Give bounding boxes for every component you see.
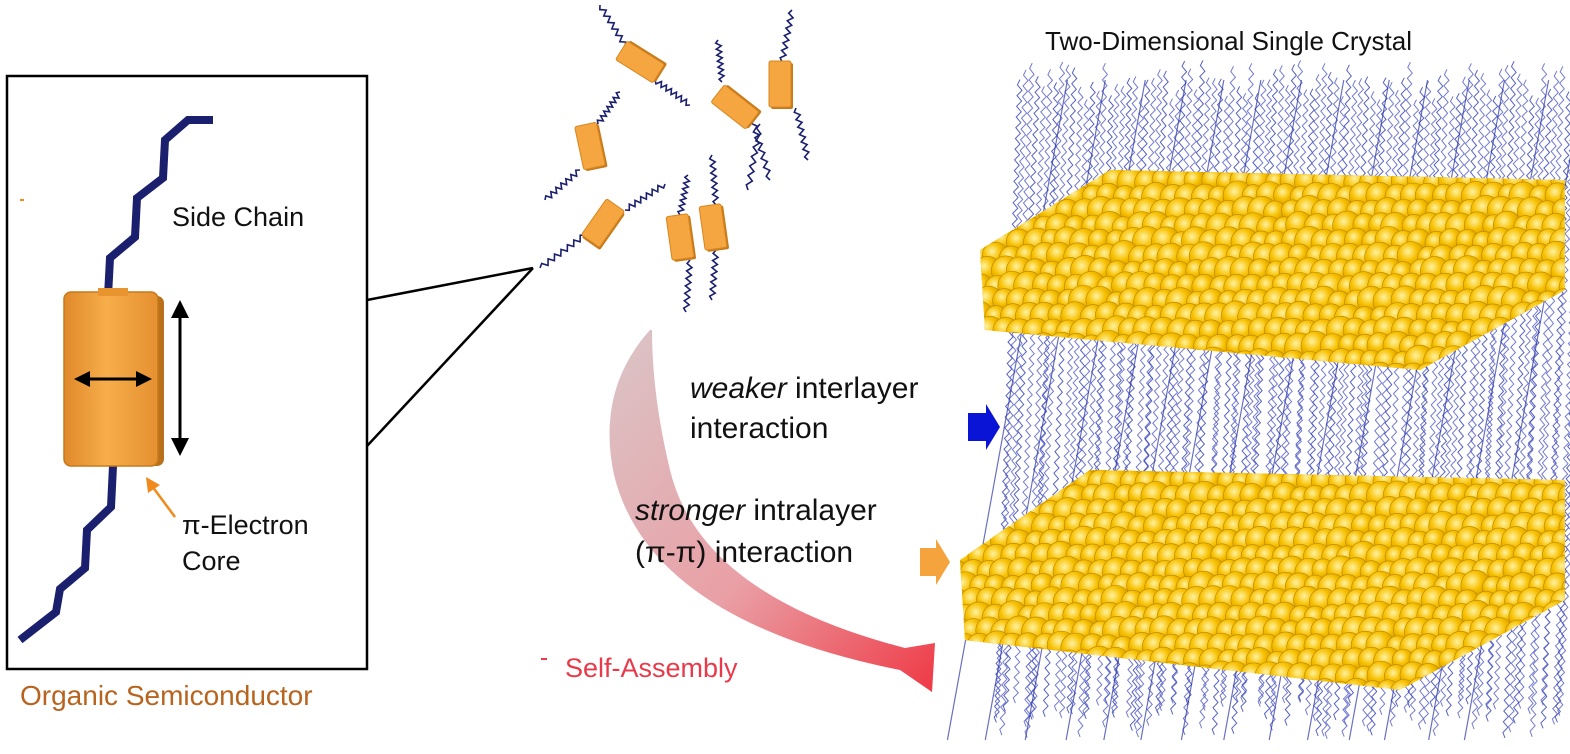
stronger-label-line1: stronger intralayer xyxy=(635,494,877,528)
core-pointer-head xyxy=(146,477,160,493)
molecule-core xyxy=(711,85,762,129)
molecule-chain xyxy=(793,107,811,161)
crystal-chain xyxy=(1551,291,1570,725)
molecule-chain xyxy=(624,183,666,212)
side-chain-lower xyxy=(17,465,117,644)
stronger-rest: intralayer xyxy=(745,494,877,527)
molecule-chain xyxy=(596,91,621,125)
strong-interaction-arrow xyxy=(920,539,950,585)
side-chain-label: Side Chain xyxy=(172,202,305,232)
molecule-chain xyxy=(749,117,772,181)
molecule-core xyxy=(665,213,696,262)
molecule-chain xyxy=(714,39,726,83)
self-assembly-arrow xyxy=(609,330,935,692)
weaker-label-line2: interaction xyxy=(690,412,829,445)
crystal-chain xyxy=(1529,66,1566,737)
molecule-panel xyxy=(5,74,534,671)
molecule-chain xyxy=(544,169,581,201)
organic-semiconductor-caption: Organic Semiconductor xyxy=(20,680,313,711)
molecule-chain xyxy=(598,4,629,51)
side-chain-upper xyxy=(104,116,213,297)
core-label-line1: π-Electron xyxy=(182,510,309,540)
weaker-rest: interlayer xyxy=(786,372,919,405)
molecule-frame xyxy=(5,74,369,671)
weaker-emph: weaker xyxy=(690,372,787,405)
zoom-line-bottom xyxy=(366,267,534,447)
weak-interaction-arrow xyxy=(968,404,1000,450)
arrowhead-down xyxy=(171,438,189,456)
molecule-core xyxy=(615,41,667,83)
arrowhead-left xyxy=(74,371,90,387)
self-assembly-label: Self-Assembly xyxy=(565,653,738,683)
molecule-core xyxy=(698,203,729,252)
core-label-line2: Core xyxy=(182,546,241,576)
molecule-chain xyxy=(708,249,720,301)
molecule-core xyxy=(581,198,625,250)
molecule-chain xyxy=(682,259,694,313)
stronger-label-line2: (π-π) interaction xyxy=(635,536,854,569)
core-pointer xyxy=(150,485,177,518)
zoom-line-top xyxy=(366,266,534,302)
molecule-chain xyxy=(654,79,691,107)
molecule-core xyxy=(574,122,608,171)
arrowhead-right xyxy=(136,371,152,387)
molecule-chain xyxy=(779,9,795,63)
molecule-chain xyxy=(539,234,586,269)
molecule-chain xyxy=(676,174,691,216)
stronger-emph: stronger xyxy=(635,494,746,527)
dispersed-molecules xyxy=(539,4,811,313)
core-top-cap xyxy=(98,288,128,296)
molecule-core xyxy=(768,60,793,109)
molecule-chain xyxy=(708,154,720,206)
crystal-chain xyxy=(1557,460,1570,716)
crystal-title: Two-Dimensional Single Crystal xyxy=(1045,26,1413,56)
weaker-label-line1: weaker interlayer xyxy=(690,372,918,406)
arrowhead-up xyxy=(171,300,189,318)
